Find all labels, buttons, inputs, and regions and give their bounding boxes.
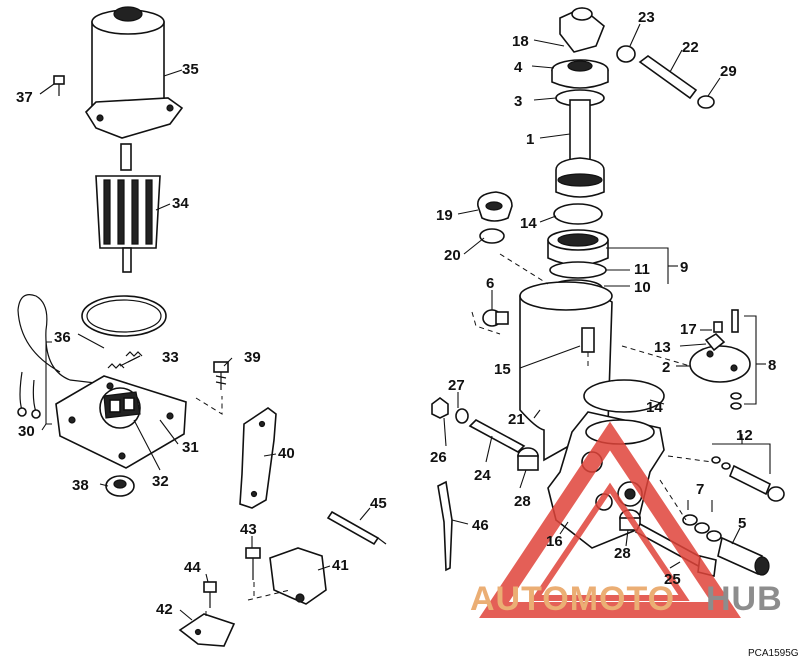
callout-14-upper: 14 — [520, 215, 537, 232]
wire-harness — [17, 294, 105, 385]
callout-18: 18 — [512, 33, 529, 50]
callout-24: 24 — [474, 467, 491, 484]
cable-tie — [437, 480, 453, 572]
screw-43 — [245, 547, 261, 580]
callout-7: 7 — [696, 481, 704, 498]
valve-12 — [711, 456, 785, 502]
callout-33: 33 — [162, 349, 179, 366]
screw-37 — [53, 75, 65, 96]
callout-2: 2 — [662, 359, 670, 376]
screw-39 — [213, 361, 229, 390]
callout-45: 45 — [370, 495, 387, 512]
callout-11: 11 — [634, 261, 650, 278]
brush-springs — [107, 351, 143, 369]
watermark-text-automoto: AUTOMOTO — [470, 580, 675, 618]
callout-21: 21 — [508, 411, 525, 428]
valve-plate — [689, 309, 751, 410]
leader-lines — [39, 23, 771, 621]
bushing — [105, 475, 135, 497]
callout-28-upper: 28 — [514, 493, 531, 510]
motor-housing — [84, 6, 184, 139]
callout-32: 32 — [152, 473, 169, 490]
nut-27 — [431, 397, 469, 424]
callout-36: 36 — [54, 329, 71, 346]
o-ring-large — [81, 295, 167, 337]
callout-28-lower: 28 — [614, 545, 631, 562]
callout-40: 40 — [278, 445, 295, 462]
callout-34: 34 — [172, 195, 189, 212]
automotohub-watermark: AUTOMOTO HUB — [470, 421, 783, 618]
pin-45 — [326, 510, 387, 546]
callout-43: 43 — [240, 521, 257, 538]
callout-labels: 35 37 34 36 33 39 30 31 32 38 40 43 41 4… — [16, 9, 776, 618]
watermark-triangle — [479, 421, 741, 618]
figure-code: PCA1595G — [748, 648, 799, 659]
bushing-23 — [616, 45, 636, 63]
callout-38: 38 — [72, 477, 89, 494]
fitting-28-upper — [517, 447, 539, 471]
callout-27: 27 — [448, 377, 465, 394]
callout-25: 25 — [664, 571, 681, 588]
callout-23: 23 — [638, 9, 655, 26]
callout-8: 8 — [768, 357, 776, 374]
callout-30: 30 — [18, 423, 35, 440]
plug-6 — [482, 309, 509, 327]
screw-44 — [203, 581, 217, 608]
callout-37: 37 — [16, 89, 33, 106]
callout-42: 42 — [156, 601, 173, 618]
callout-31: 31 — [182, 439, 199, 456]
callout-16: 16 — [546, 533, 563, 550]
callout-35: 35 — [182, 61, 199, 78]
callout-12: 12 — [736, 427, 753, 444]
plate-42 — [178, 613, 236, 647]
callout-41: 41 — [332, 557, 349, 574]
o-ring-7b — [694, 522, 710, 534]
callout-19: 19 — [436, 207, 453, 224]
watermark-triangle-inner — [530, 482, 690, 601]
watermark-text-hub: HUB — [706, 580, 783, 618]
o-ring-7a — [682, 514, 698, 526]
piston-rod — [555, 99, 605, 198]
callout-29: 29 — [720, 63, 737, 80]
callout-3: 3 — [514, 93, 522, 110]
callout-9: 9 — [680, 259, 688, 276]
callout-6: 6 — [486, 275, 494, 292]
callout-5: 5 — [738, 515, 746, 532]
o-ring-29 — [697, 95, 715, 109]
callout-14-lower: 14 — [646, 399, 663, 416]
cap-4 — [551, 59, 609, 89]
o-ring-7c — [706, 530, 722, 542]
callout-17: 17 — [680, 321, 697, 338]
valve-5 — [717, 536, 770, 576]
tube-24 — [468, 419, 526, 453]
callout-4: 4 — [514, 59, 523, 76]
o-ring-14-lower — [583, 379, 665, 413]
tube-22 — [638, 55, 698, 100]
callout-1: 1 — [526, 131, 534, 148]
callout-20: 20 — [444, 247, 461, 264]
clamp-41 — [269, 547, 327, 605]
callout-15: 15 — [494, 361, 511, 378]
end-frame — [55, 375, 187, 469]
o-ring-20 — [479, 228, 505, 244]
callout-39: 39 — [244, 349, 261, 366]
callout-26: 26 — [430, 449, 447, 466]
callout-44: 44 — [184, 559, 201, 576]
armature — [95, 143, 161, 273]
callout-13: 13 — [654, 339, 671, 356]
fill-cap — [477, 191, 513, 222]
callout-10: 10 — [634, 279, 651, 296]
callout-46: 46 — [472, 517, 489, 534]
callout-22: 22 — [682, 39, 699, 56]
bracket-40 — [239, 407, 277, 509]
o-ring-14-upper — [553, 203, 603, 225]
